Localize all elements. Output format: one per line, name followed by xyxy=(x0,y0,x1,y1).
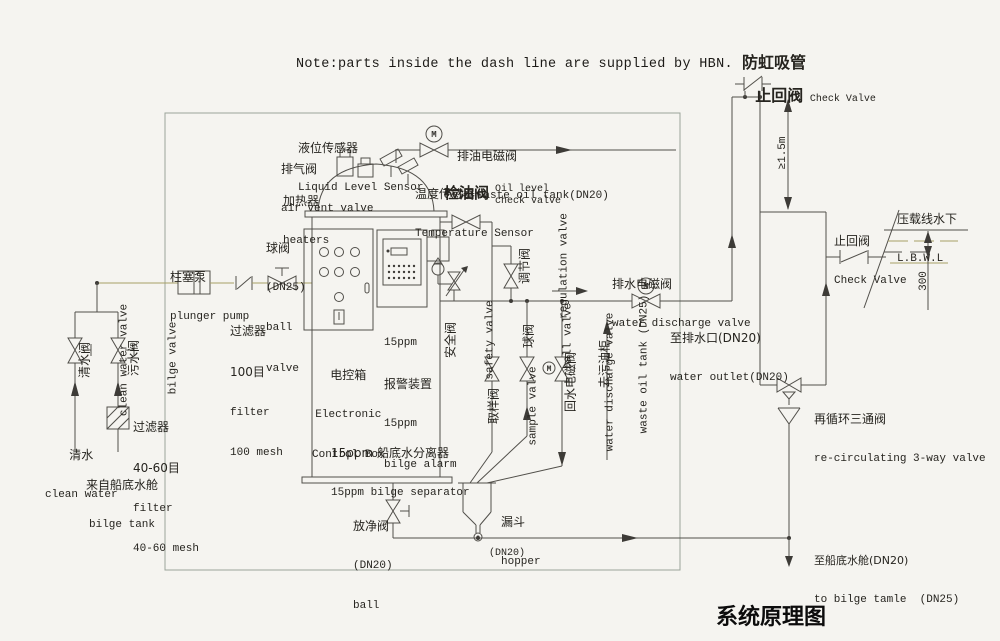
drain-line xyxy=(393,534,793,567)
label-temperature-sensor: 温度传感器 Temperature Sensor xyxy=(415,186,534,241)
depth-dimension xyxy=(924,231,932,310)
oil-drain-line: M xyxy=(395,125,676,163)
height-dimension xyxy=(784,99,792,210)
label-plunger-pump: 柱塞泵 plunger pump xyxy=(170,269,250,324)
flow-arrow-up xyxy=(822,282,830,296)
safety-valve-symbol xyxy=(445,266,468,301)
label-filter-100: 过滤器 100目 filter 100 mesh xyxy=(230,323,283,459)
overboard-check-valve-symbol xyxy=(826,250,886,264)
overboard-piping xyxy=(660,75,886,385)
alarm-dot-grid xyxy=(387,264,416,280)
hbn-boundary-box xyxy=(164,112,681,571)
label-anti-siphon: 防虹吸管 止回阀 Check Valve xyxy=(742,52,876,105)
label-water-outlet: 至排水口(DN20) water outlet(DN20) xyxy=(670,330,789,385)
label-hopper: 漏斗 hopper xyxy=(501,514,541,569)
note-text: Note:parts inside the dash line are supp… xyxy=(296,57,733,72)
label-drain-valve: 放净阀 (DN20) ball valve xyxy=(353,518,393,641)
flow-arrow-up xyxy=(523,406,531,420)
discharge-manifold xyxy=(440,287,632,303)
flow-arrow-up xyxy=(603,320,611,334)
flow-arrow-right xyxy=(576,287,588,295)
label-height-dim: ≥1.5m xyxy=(777,136,789,170)
label-ball-valve-dn25: 球阀 (DN25) ball valve xyxy=(266,240,306,375)
label-bilge-tank: 来自船底水舱 bilge tank xyxy=(86,477,159,532)
label-heaters: 加热器 heaters xyxy=(283,193,330,248)
label-water-discharge-valve: 排水电磁阀 water discharge valve xyxy=(612,276,751,331)
label-ballast-line: 压载线水下 L.B.W.L xyxy=(897,211,958,266)
recirculating-3way-valve xyxy=(759,212,826,538)
label-bilge-valve: 污水阀 bilge valve xyxy=(126,321,180,395)
label-filter-40-60: 过滤器 40-60目 filter 40-60 mesh xyxy=(133,419,200,555)
oil-drain-solenoid-valve-symbol: M xyxy=(419,125,449,158)
flow-arrow-up xyxy=(114,381,122,396)
flow-arrow-up xyxy=(728,234,736,248)
sensor-fitting xyxy=(379,148,403,177)
waste-oil-riser xyxy=(603,318,611,460)
oil-check-line xyxy=(426,214,519,301)
drain-valve-symbol xyxy=(385,483,410,538)
diagram-title: 系统原理图 System diagram of scheme xyxy=(716,604,827,630)
liquid-level-sensor-fitting xyxy=(336,149,354,177)
shell-waterline xyxy=(863,209,968,310)
filter-100-symbol xyxy=(210,276,268,290)
label-bilge-alarm: 15ppm 报警装置 15ppm bilge alarm xyxy=(384,336,457,471)
temperature-sensor-fitting xyxy=(397,157,419,184)
svg-text:M: M xyxy=(431,130,436,140)
label-drain-size: (DN20) xyxy=(489,548,526,560)
supply-piping xyxy=(67,281,178,452)
label-air-vent-valve: 排气阀 air vent valve xyxy=(281,161,374,216)
label-clean-water: 清水 clean water xyxy=(45,447,118,502)
svg-text:M: M xyxy=(643,282,648,292)
label-depth-dim: 300 xyxy=(918,271,930,291)
label-recirculating-valve: 再循环三通阀 re-circulating 3-way valve xyxy=(814,411,986,466)
label-liquid-level-sensor: 液位传感器 Liquid Level Sensor xyxy=(298,140,424,195)
label-check-valve-right: 止回阀 Check Valve xyxy=(834,233,907,288)
flow-arrow-up xyxy=(71,381,79,396)
label-separator: 15ppm 船底水分离器 15ppm bilge separator xyxy=(331,445,470,500)
flow-arrow-down xyxy=(558,452,566,466)
hopper-symbol xyxy=(458,482,496,542)
label-to-bilge-tank: 至船底水舱(DN20) to bilge tamle (DN25) xyxy=(814,553,960,607)
anti-siphon-check-valve-symbol xyxy=(735,75,771,97)
flow-arrow-right xyxy=(556,146,572,154)
air-vent-valve-fitting xyxy=(357,157,374,178)
ball-valve-branch xyxy=(476,301,535,484)
sample-valve-branch xyxy=(469,301,500,484)
bilge-alarm-box xyxy=(376,229,428,308)
electronic-control-box xyxy=(303,228,374,331)
label-control-box: 电控箱 Electronic Control Box xyxy=(312,367,385,462)
flow-arrow-right xyxy=(622,534,638,542)
flow-arrow-down xyxy=(785,556,793,567)
return-solenoid-branch: M xyxy=(486,301,570,484)
label-oil-drain-solenoid: 排油电磁阀 To waste oil tank(DN20) xyxy=(457,148,609,203)
svg-text:M: M xyxy=(547,365,552,374)
recirc-funnel xyxy=(777,407,801,538)
